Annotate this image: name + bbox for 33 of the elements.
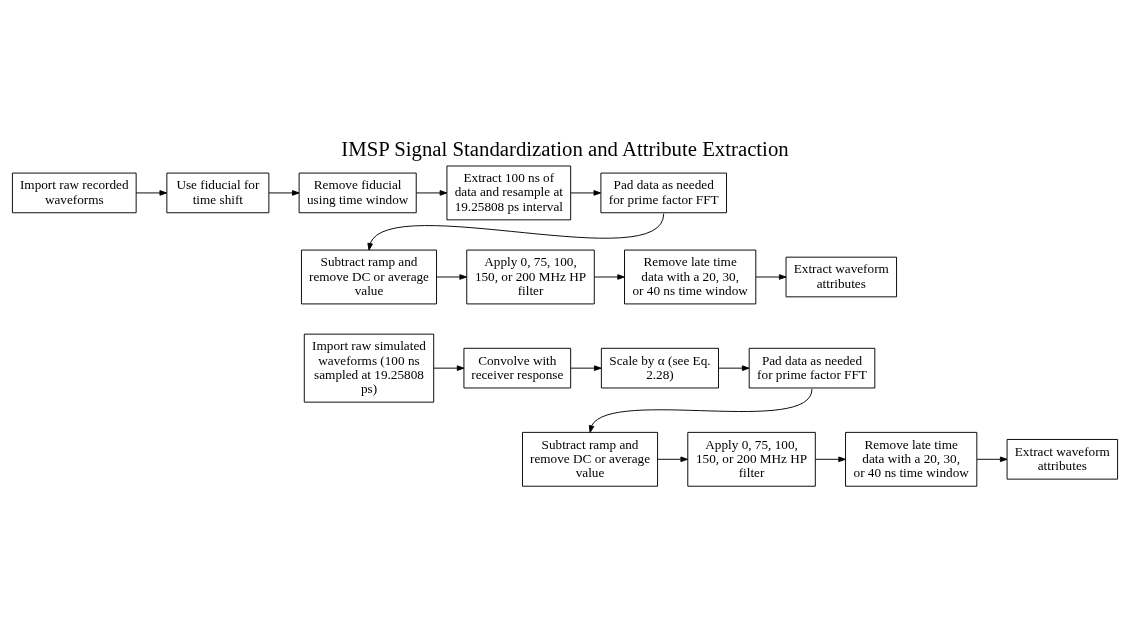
node-box: Remove fiducial using time window bbox=[298, 172, 417, 213]
node-box: Subtract ramp and remove DC or average value bbox=[301, 249, 437, 304]
arrow bbox=[570, 364, 602, 371]
arrow bbox=[755, 273, 787, 280]
node-box: Extract waveform attributes bbox=[785, 256, 897, 297]
node-box: Import raw recorded waveforms bbox=[11, 172, 137, 213]
node-box: Convolve with receiver response bbox=[463, 347, 572, 388]
arrow bbox=[268, 189, 300, 196]
node-box: Scale by α (see Eq. 2.28) bbox=[600, 347, 719, 388]
arrow bbox=[718, 364, 750, 371]
node-box: Remove late time data with a 20, 30, or 40 ns time window bbox=[624, 249, 757, 304]
node-box: Use fiducial for time shift bbox=[166, 172, 270, 213]
node-box: Apply 0, 75, 100, 150, or 200 MHz HP filter bbox=[687, 431, 816, 487]
node-box: Apply 0, 75, 100, 150, or 200 MHz HP filter bbox=[466, 249, 595, 304]
arrow bbox=[433, 364, 465, 371]
node-box: Import raw simulated waveforms (100 ns sampled at 19.25808 ps) bbox=[303, 333, 435, 403]
node-box: Remove late time data with a 20, 30, or 40 ns time window bbox=[845, 431, 978, 487]
arrow bbox=[135, 189, 167, 196]
arrow bbox=[593, 273, 625, 280]
node-box: Extract waveform attributes bbox=[1006, 438, 1119, 480]
arrow bbox=[415, 189, 448, 196]
arrow bbox=[815, 456, 846, 462]
arrow bbox=[570, 189, 602, 196]
node-box: Pad data as needed for prime factor FFT bbox=[600, 172, 727, 213]
diagram-title: IMSP Signal Standardization and Attribute Extraction bbox=[341, 136, 789, 160]
arrow bbox=[436, 273, 467, 280]
arrow bbox=[657, 456, 688, 462]
arrow bbox=[367, 212, 665, 251]
node-box: Extract 100 ns of data and resample at 19.25808 ps interval bbox=[446, 165, 572, 220]
arrow bbox=[976, 456, 1008, 462]
node-box: Pad data as needed for prime factor FFT bbox=[748, 347, 876, 388]
node-box: Subtract ramp and remove DC or average value bbox=[522, 431, 659, 487]
arrow bbox=[588, 387, 813, 433]
